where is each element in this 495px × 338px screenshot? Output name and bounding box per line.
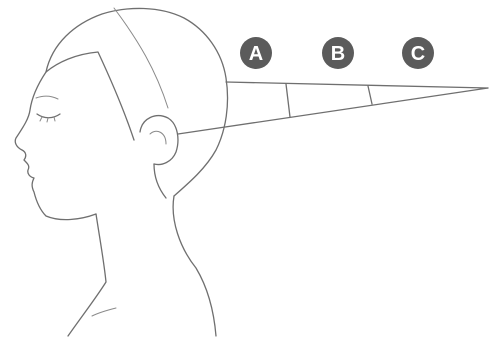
section-divider-bc [368,86,372,104]
section-label-c: C [411,43,425,65]
section-badge-b: B [322,37,354,69]
eye [37,114,60,118]
ear [140,116,178,165]
collarbone [92,308,116,316]
neck-back [173,196,216,336]
section-badge-c: C [402,37,434,69]
section-label-b: B [331,43,345,65]
neck-front [68,214,106,336]
section-wedge-lower [178,88,488,134]
section-badge-a: A [240,37,272,69]
jawline [154,164,166,198]
hairline [46,52,134,140]
eyebrow [36,96,58,99]
section-wedge-upper [226,82,488,88]
face-profile [15,72,96,220]
section-divider-ab [286,84,290,117]
ear-inner [150,131,166,144]
section-label-a: A [249,43,263,65]
hair-outline [46,8,228,196]
hair-parting [114,8,168,108]
